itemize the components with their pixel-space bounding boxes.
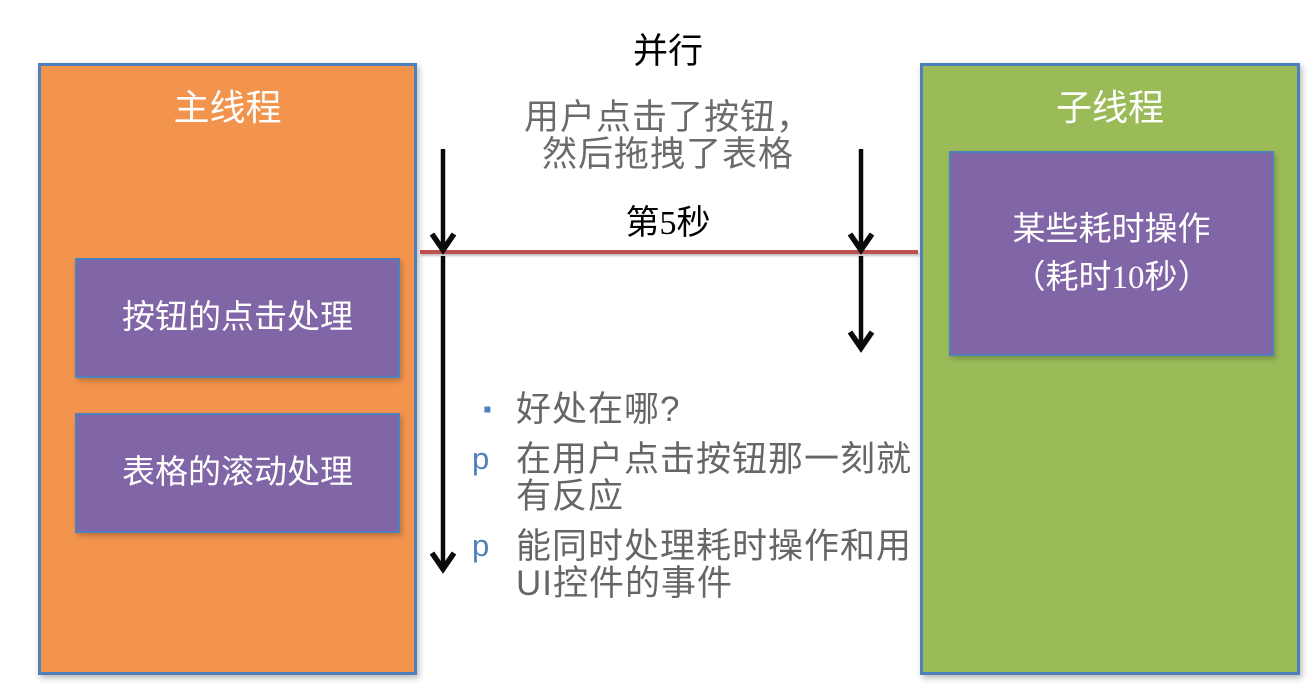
main-thread-arrow-lower-down-arrow-icon <box>429 256 457 574</box>
sub-thread-arrow-upper-down-arrow-icon <box>847 149 875 255</box>
main-thread-box: 主线程 按钮的点击处理 表格的滚动处理 <box>38 63 417 675</box>
fifth-second-divider-line <box>420 250 918 254</box>
task-box-table-scroll-label: 表格的滚动处理 <box>122 455 353 491</box>
square-bullet-icon: ▪ <box>483 396 492 423</box>
bullet-text: 好处在哪? <box>516 390 681 429</box>
task-box-button-click-label: 按钮的点击处理 <box>122 300 353 336</box>
task-box-time-consuming-line2: （耗时10秒） <box>1012 259 1211 296</box>
list-item: p 在用户点击按钮那一刻就有反应 <box>470 441 926 515</box>
parallel-title: 并行 <box>632 32 703 71</box>
bullet-text: 在用户点击按钮那一刻就有反应 <box>516 440 913 516</box>
list-item: ▪ 好处在哪? <box>470 391 926 428</box>
sub-thread-box: 子线程 某些耗时操作 （耗时10秒） <box>920 63 1300 675</box>
sub-thread-arrow-lower-down-arrow-icon <box>847 256 875 353</box>
task-box-table-scroll: 表格的滚动处理 <box>75 413 400 533</box>
bullet-text: 能同时处理耗时操作和用UI控件的事件 <box>516 527 913 603</box>
task-box-time-consuming-line1: 某些耗时操作 <box>1012 211 1211 248</box>
list-item: p 能同时处理耗时操作和用UI控件的事件 <box>470 528 926 602</box>
user-action-text-line2: 然后拖拽了表格 <box>541 135 794 174</box>
time-label: 第5秒 <box>625 205 711 242</box>
task-box-time-consuming: 某些耗时操作 （耗时10秒） <box>949 151 1274 356</box>
sub-thread-title: 子线程 <box>1055 88 1164 128</box>
main-thread-title: 主线程 <box>173 88 282 128</box>
user-action-text: 用户点击了按钮， 然后拖拽了表格 <box>418 99 918 173</box>
user-action-text-line1: 用户点击了按钮， <box>523 98 812 137</box>
p-bullet-icon: p <box>472 441 490 476</box>
p-bullet-icon: p <box>472 528 490 563</box>
main-thread-arrow-upper-down-arrow-icon <box>429 149 457 255</box>
task-box-button-click: 按钮的点击处理 <box>75 258 400 378</box>
benefits-list: ▪ 好处在哪? p 在用户点击按钮那一刻就有反应 p 能同时处理耗时操作和用UI… <box>470 391 926 615</box>
